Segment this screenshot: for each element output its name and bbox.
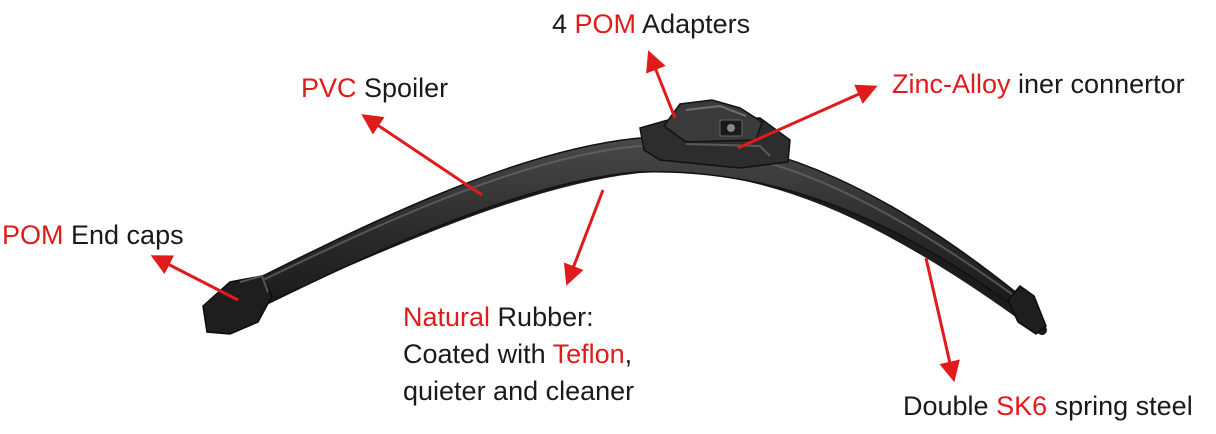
label-pom-end-caps: POM End caps bbox=[2, 217, 184, 254]
label-highlight: Natural bbox=[403, 302, 491, 332]
label-text: Adapters bbox=[636, 9, 751, 39]
label-highlight: POM bbox=[2, 220, 64, 250]
label-text: Rubber: bbox=[490, 302, 594, 332]
left-end-cap bbox=[202, 274, 273, 335]
arrow-adapters bbox=[646, 50, 677, 119]
adapter-assembly bbox=[639, 99, 791, 169]
label-pvc-spoiler: PVC Spoiler bbox=[301, 70, 448, 107]
arrow-steel bbox=[924, 257, 960, 383]
blade-body bbox=[204, 136, 1046, 332]
rubber-line-1: Natural Rubber: bbox=[403, 299, 634, 336]
arrow-zinc bbox=[737, 84, 878, 150]
label-natural-rubber: Natural Rubber: Coated with Teflon, quie… bbox=[403, 299, 634, 410]
label-highlight: Teflon bbox=[552, 339, 625, 369]
label-zinc-alloy-connector: Zinc-Alloy iner connertor bbox=[892, 66, 1185, 103]
label-text: spring steel bbox=[1047, 391, 1193, 421]
label-sk6-spring-steel: Double SK6 spring steel bbox=[903, 388, 1193, 425]
label-text: , bbox=[624, 339, 633, 369]
arrow-rubber bbox=[563, 189, 605, 286]
rubber-line-2: Coated with Teflon, bbox=[403, 336, 634, 373]
right-end-cap bbox=[1007, 284, 1047, 335]
label-highlight: POM bbox=[574, 9, 637, 39]
label-text: Coated with bbox=[403, 339, 553, 369]
rubber-line-3: quieter and cleaner bbox=[403, 376, 635, 406]
label-text: 4 bbox=[552, 9, 575, 39]
label-highlight: Zinc-Alloy bbox=[892, 69, 1011, 99]
arrow-spoiler bbox=[361, 114, 483, 197]
spoiler-ridge bbox=[229, 144, 1021, 301]
arrow-endcaps bbox=[150, 255, 239, 302]
label-text: Spoiler bbox=[356, 73, 449, 103]
label-highlight: PVC bbox=[301, 73, 357, 103]
label-text: iner connertor bbox=[1010, 69, 1185, 99]
label-text: End caps bbox=[63, 220, 184, 250]
label-text: Double bbox=[903, 391, 997, 421]
label-pom-adapters: 4 POM Adapters bbox=[552, 6, 750, 43]
label-highlight: SK6 bbox=[996, 391, 1048, 421]
